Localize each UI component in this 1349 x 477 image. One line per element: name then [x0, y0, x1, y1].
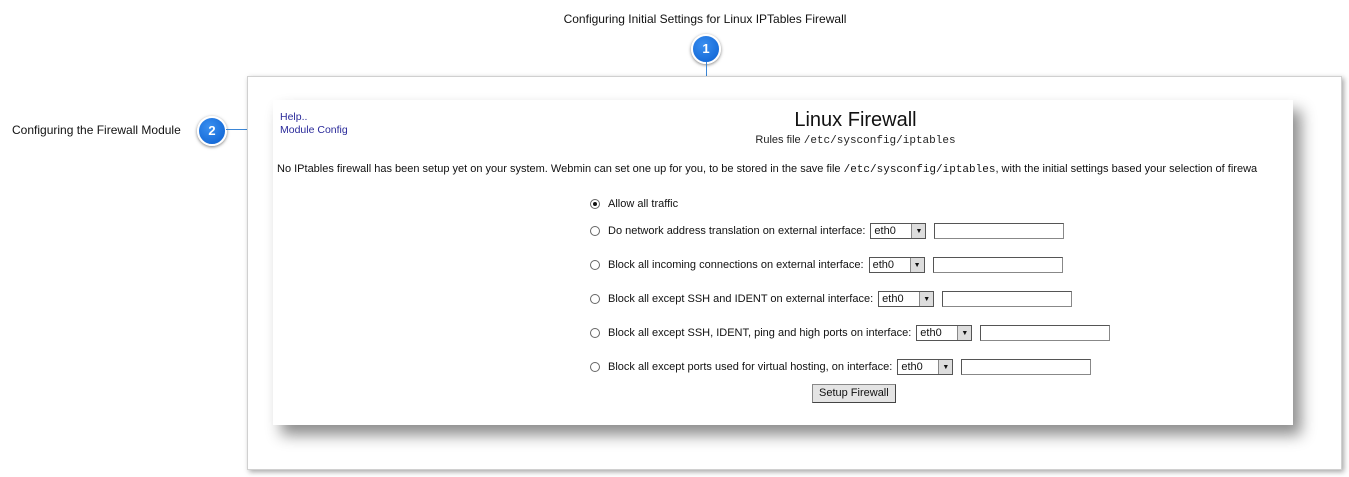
option-label: Block all incoming connections on extern…: [608, 259, 864, 271]
option-ssh-ident-ping: Block all except SSH, IDENT, ping and hi…: [590, 324, 1111, 342]
option-label: Allow all traffic: [608, 198, 679, 210]
radio-nat[interactable]: [590, 226, 600, 236]
interface-text-input[interactable]: [934, 223, 1065, 239]
option-label: Do network address translation on extern…: [608, 225, 866, 237]
option-virtual-hosting: Block all except ports used for virtual …: [590, 358, 1092, 376]
dropdown-arrow-icon: ▼: [911, 224, 926, 238]
callout-badge-1: 1: [691, 34, 721, 64]
option-label: Block all except SSH and IDENT on extern…: [608, 293, 874, 305]
radio-allow-all[interactable]: [590, 199, 600, 209]
callout-badge-2: 2: [197, 116, 227, 146]
callout-label-module: Configuring the Firewall Module: [12, 123, 181, 137]
module-links: Help.. Module Config: [280, 111, 348, 137]
intro-text-after: , with the initial settings based your s…: [995, 163, 1258, 175]
webmin-panel: Help.. Module Config Linux Firewall Rule…: [273, 100, 1293, 425]
option-block-incoming: Block all incoming connections on extern…: [590, 256, 1063, 274]
intro-text: No IPtables firewall has been setup yet …: [277, 163, 1257, 176]
interface-select[interactable]: eth0 ▼: [868, 257, 925, 273]
interface-value: eth0: [872, 259, 895, 271]
option-allow-all: Allow all traffic: [590, 195, 678, 213]
interface-select[interactable]: eth0 ▼: [916, 325, 973, 341]
interface-value: eth0: [901, 361, 923, 373]
interface-value: eth0: [882, 293, 904, 305]
interface-select[interactable]: eth0 ▼: [870, 223, 927, 239]
interface-text-input[interactable]: [961, 359, 1092, 375]
setup-firewall-button[interactable]: Setup Firewall: [812, 384, 896, 403]
rules-file-path: /etc/sysconfig/iptables: [803, 135, 956, 147]
help-link[interactable]: Help..: [280, 111, 308, 123]
dropdown-arrow-icon: ▼: [938, 360, 953, 374]
option-label: Block all except SSH, IDENT, ping and hi…: [608, 327, 912, 339]
option-label: Block all except ports used for virtual …: [608, 361, 893, 373]
interface-text-input[interactable]: [980, 325, 1111, 341]
page-title: Linux Firewall: [794, 109, 917, 131]
rules-file-line: Rules file /etc/sysconfig/iptables: [273, 134, 1293, 147]
interface-text-input[interactable]: [932, 257, 1063, 273]
interface-select[interactable]: eth0 ▼: [897, 359, 954, 375]
interface-text-input[interactable]: [942, 291, 1073, 307]
module-config-link[interactable]: Module Config: [280, 124, 348, 136]
radio-ssh-ident[interactable]: [590, 294, 600, 304]
interface-value: eth0: [920, 327, 942, 339]
option-nat: Do network address translation on extern…: [590, 222, 1065, 240]
radio-block-incoming[interactable]: [590, 260, 600, 270]
intro-save-path: /etc/sysconfig/iptables: [843, 164, 996, 176]
dropdown-arrow-icon: ▼: [909, 258, 924, 272]
rules-file-label: Rules file: [755, 134, 801, 146]
interface-select[interactable]: eth0 ▼: [878, 291, 935, 307]
radio-ssh-ident-ping[interactable]: [590, 328, 600, 338]
dropdown-arrow-icon: ▼: [957, 326, 972, 340]
option-ssh-ident: Block all except SSH and IDENT on extern…: [590, 290, 1073, 308]
dropdown-arrow-icon: ▼: [919, 292, 934, 306]
module-heading: Linux Firewall Rules file /etc/sysconfig…: [273, 109, 1293, 147]
callout-title: Configuring Initial Settings for Linux I…: [563, 12, 847, 26]
intro-text-before: No IPtables firewall has been setup yet …: [277, 163, 841, 175]
interface-value: eth0: [874, 225, 896, 237]
radio-virtual-hosting[interactable]: [590, 362, 600, 372]
